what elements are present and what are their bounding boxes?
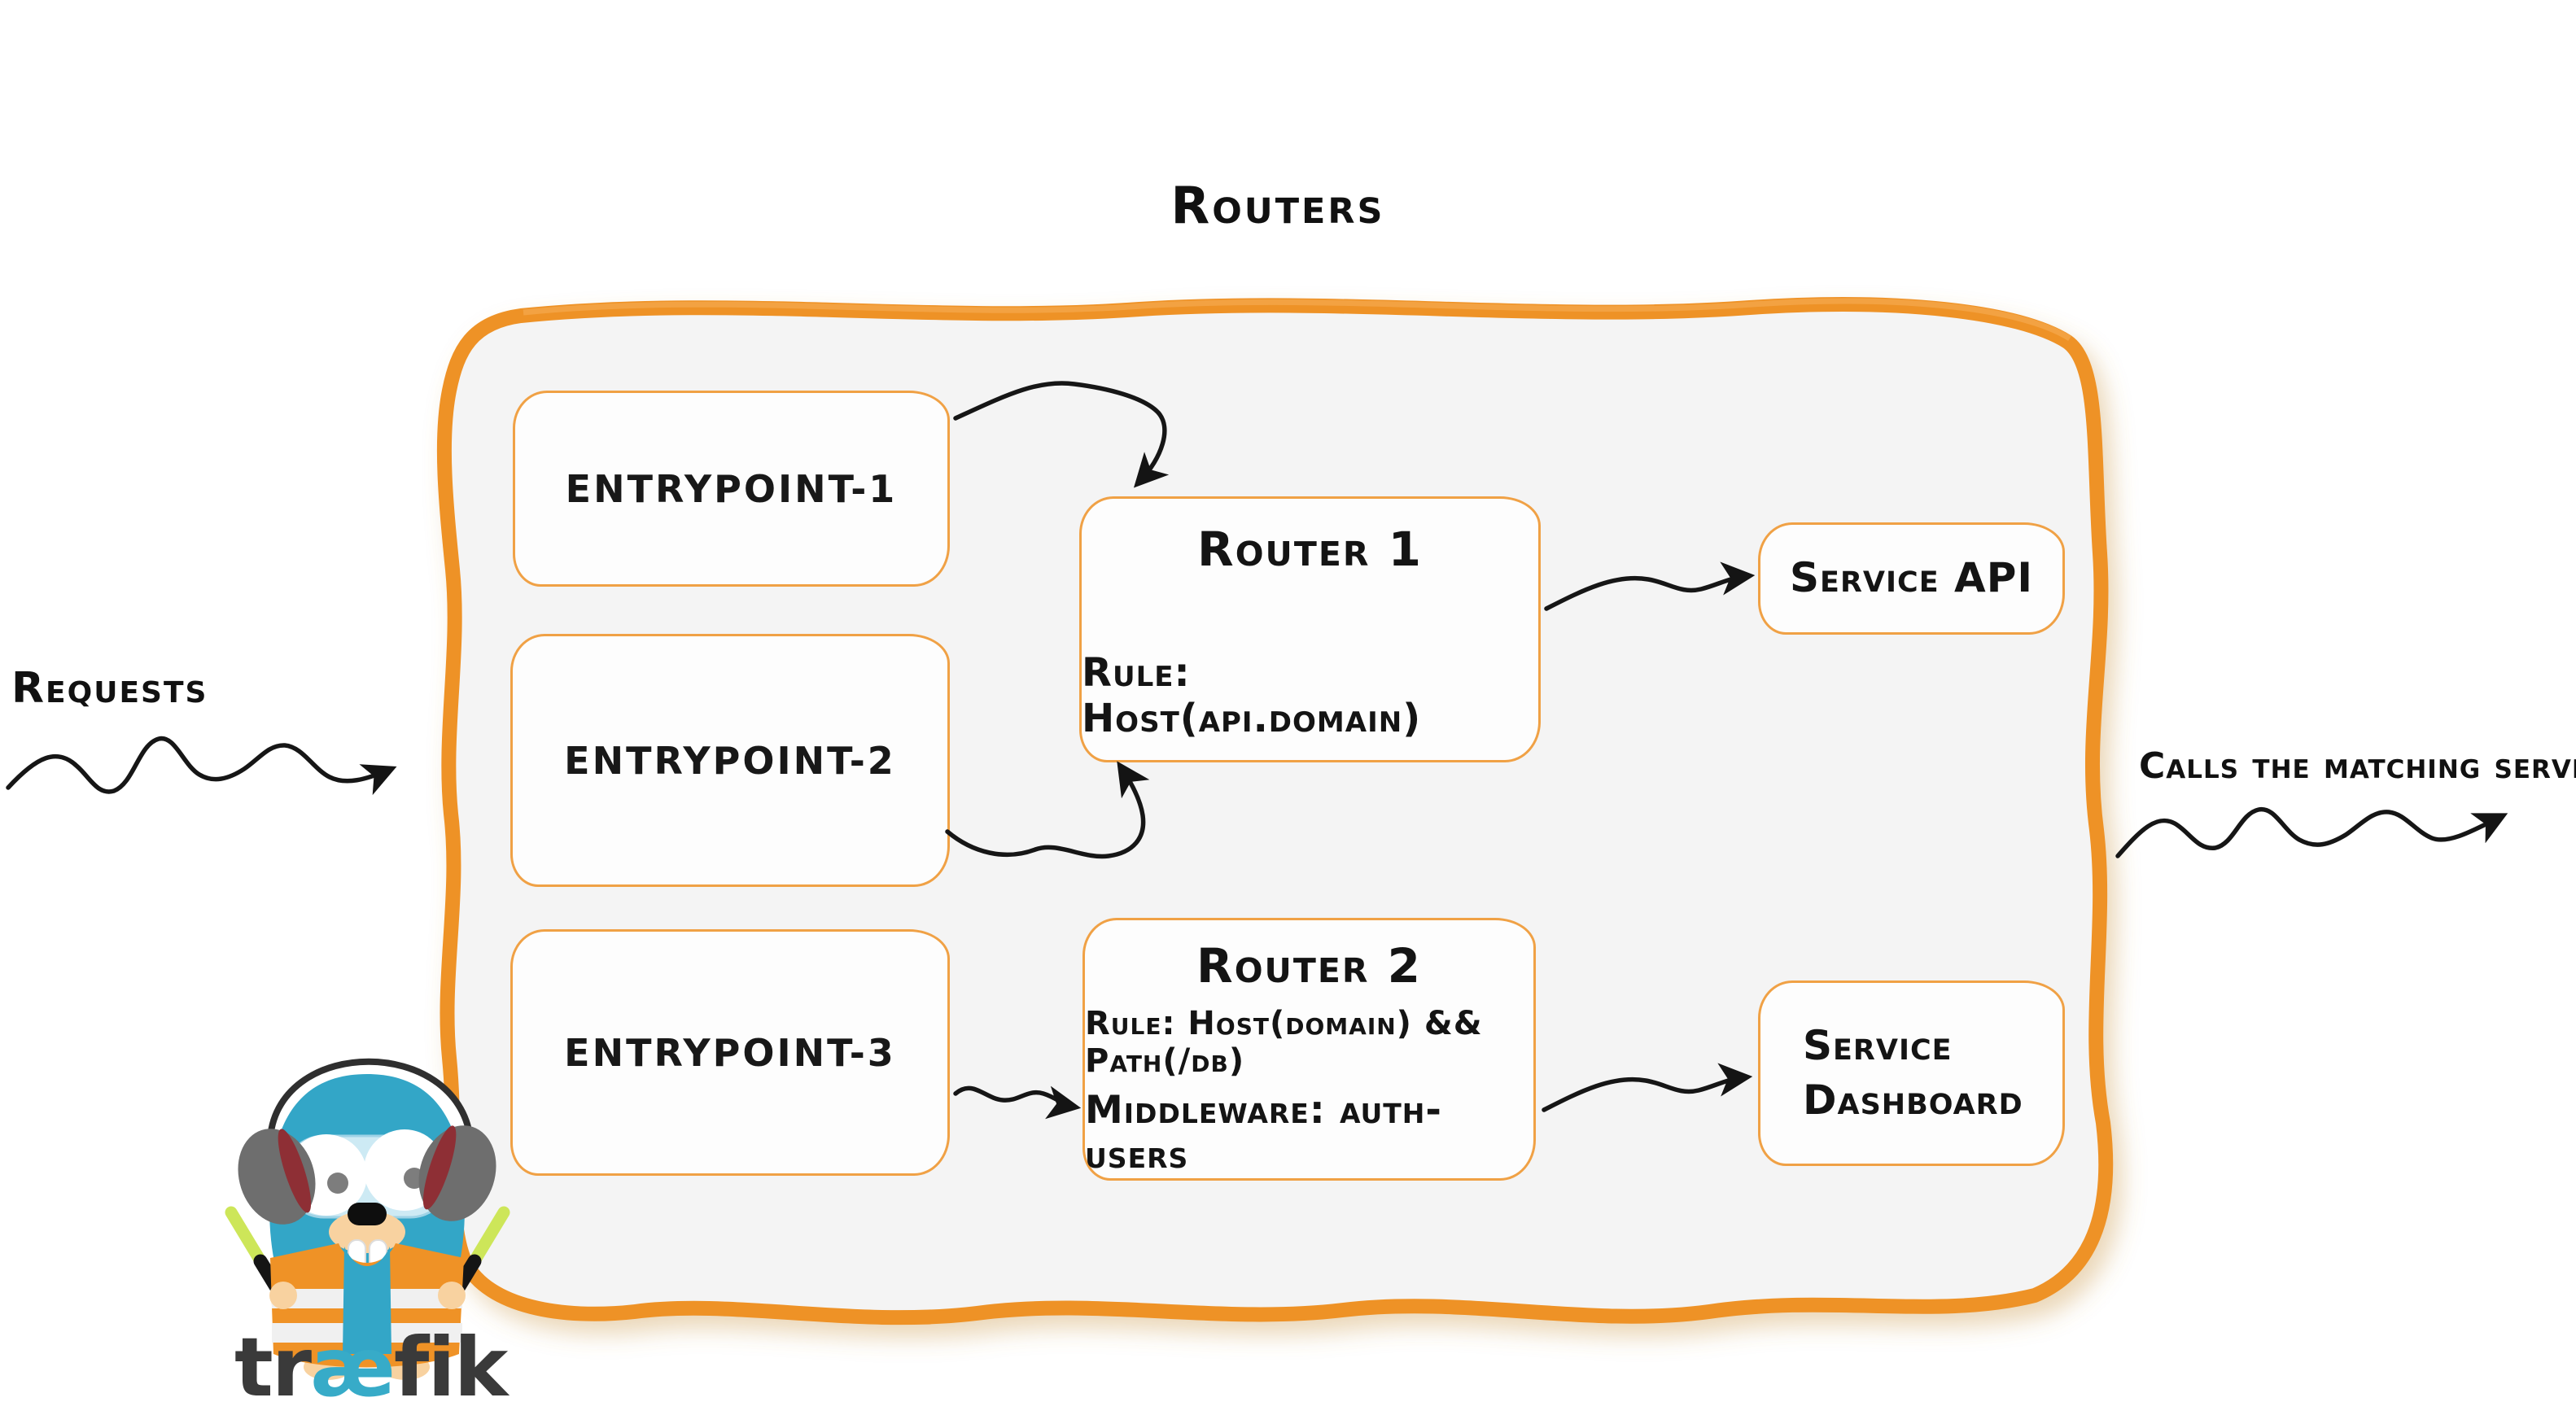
router-2-middleware: Middleware: auth-users [1085, 1088, 1442, 1177]
service-dashboard-box: Service Dashboard [1758, 980, 2065, 1166]
router-2-rule: Rule: Host(domain) && Path(/db) [1085, 1005, 1483, 1080]
entrypoint-1-box: entrypoint-1 [513, 391, 950, 587]
wordmark-tr: tr [234, 1320, 312, 1415]
entrypoint-3-label: entrypoint-3 [564, 1030, 896, 1075]
wordmark-fik: fik [393, 1320, 508, 1415]
traefik-wordmark: træfik [234, 1320, 508, 1415]
service-api-box: Service API [1758, 522, 2065, 635]
container-outline-highlight [523, 298, 2071, 341]
entrypoint-2-label: entrypoint-2 [564, 738, 896, 783]
entrypoint-2-box: entrypoint-2 [510, 634, 950, 887]
traefik-gopher-icon [225, 1058, 510, 1380]
wordmark-ae: æ [310, 1320, 396, 1415]
calls-the-matching-server-label: Calls the matching server [2139, 745, 2576, 787]
service-dashboard-label: Service Dashboard [1803, 1021, 2023, 1125]
router-1-box: Router 1 Rule: Host(api.domain) [1079, 496, 1541, 762]
service-api-label: Service API [1790, 554, 2033, 602]
page-title: Routers [1170, 176, 1385, 235]
entrypoint-1-label: entrypoint-1 [565, 466, 898, 511]
router-2-box: Router 2 Rule: Host(domain) && Path(/db)… [1082, 918, 1536, 1181]
entrypoint-3-box: entrypoint-3 [510, 929, 950, 1176]
router-1-title: Router 1 [1197, 522, 1423, 577]
router-2-title: Router 2 [1196, 938, 1422, 994]
router-1-rule: Rule: Host(api.domain) [1082, 650, 1422, 741]
requests-label: Requests [11, 664, 208, 713]
